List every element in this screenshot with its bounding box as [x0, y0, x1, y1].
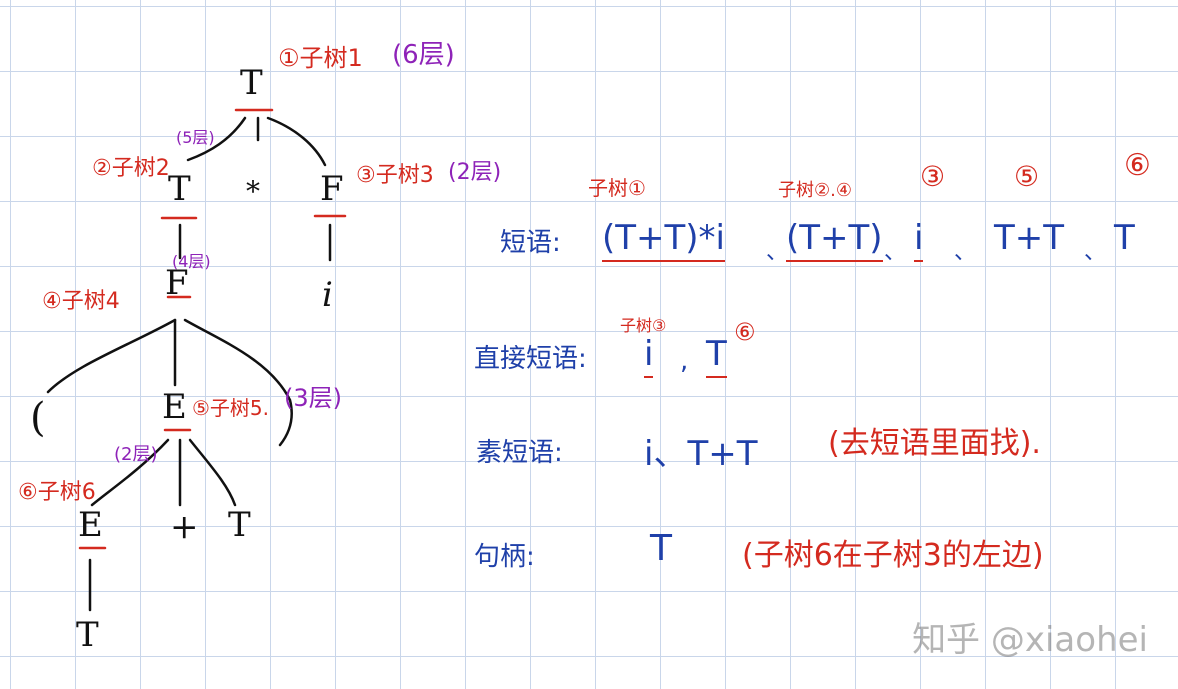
direct-item-2-text: T	[706, 334, 727, 378]
subtree-1-layers: (6层)	[392, 40, 455, 70]
tree-node-t-bottom: T	[76, 615, 99, 655]
phrase-item-4: T+T	[994, 218, 1065, 258]
subtree-5-layers: (3层)	[284, 384, 342, 412]
tree-node-root: T	[240, 63, 263, 103]
tree-node-f4: F	[165, 263, 189, 303]
tree-node-t-plus: T	[228, 505, 251, 545]
handle-item: T	[650, 528, 672, 569]
direct-item-2: T	[706, 334, 727, 378]
phrase-ref-4: ⑤	[1014, 160, 1040, 193]
tree-node-paren-left: (	[30, 395, 46, 441]
handle-note: (子树6在子树3的左边)	[742, 538, 1044, 573]
watermark: 知乎 @xiaohei	[912, 620, 1148, 660]
subtree-6-layers: (2层)	[114, 444, 158, 465]
handle-label: 句柄:	[474, 542, 535, 572]
tree-node-e6: E	[78, 505, 103, 545]
phrase-item-2: (T+T)	[786, 218, 883, 262]
tree-node-i3: i	[322, 275, 333, 315]
phrase-item-2-text: (T+T)	[786, 218, 883, 262]
phrase-ref-5: ⑥	[1124, 148, 1151, 183]
subtree-1-label: ①子树1	[278, 44, 363, 72]
subtree-3-layers: (2层)	[448, 160, 502, 185]
prime-label: 素短语:	[476, 438, 563, 468]
prime-note: (去短语里面找).	[828, 426, 1041, 461]
subtree-6-label: ⑥子树6	[18, 480, 96, 505]
direct-ref-1: 子树③	[620, 316, 667, 335]
direct-ref-2: ⑥	[734, 318, 756, 346]
phrase-item-3-text: i	[914, 218, 924, 262]
tree-node-plus: +	[170, 507, 199, 547]
phrase-label: 短语:	[500, 228, 561, 258]
tree-node-f3: F	[320, 169, 344, 209]
phrase-item-1-text: (T+T)*i	[602, 218, 726, 262]
phrase-item-1: (T+T)*i	[602, 218, 726, 262]
subtree-3-label: ③子树3	[356, 163, 434, 188]
tree-node-e5: E	[162, 387, 187, 427]
subtree-5-label: ⑤子树5.	[192, 396, 270, 420]
phrase-sep-3: 、	[954, 240, 977, 265]
subtree-4-label: ④子树4	[42, 289, 120, 314]
phrase-ref-1: 子树①	[588, 176, 646, 200]
tree-node-t2: T	[168, 169, 191, 209]
tree-node-star: *	[246, 175, 260, 208]
prime-items: i、T+T	[644, 434, 758, 474]
phrase-sep-2: 、	[884, 240, 907, 265]
subtree-2-label: ②子树2	[92, 156, 170, 181]
phrase-item-5: T	[1114, 218, 1135, 258]
direct-sep: ,	[680, 346, 689, 376]
subtree-4-layers: (4层)	[172, 252, 211, 271]
direct-item-1-text: i	[644, 334, 654, 378]
phrase-item-3: i	[914, 218, 924, 262]
phrase-ref-3: ③	[920, 160, 946, 193]
direct-label: 直接短语:	[474, 344, 587, 374]
subtree-2-layers: (5层)	[176, 128, 215, 147]
phrase-ref-2: 子树②.④	[778, 180, 852, 201]
phrase-sep-4: 、	[1084, 240, 1107, 265]
direct-item-1: i	[644, 334, 654, 378]
phrase-sep-1: 、	[766, 240, 789, 265]
